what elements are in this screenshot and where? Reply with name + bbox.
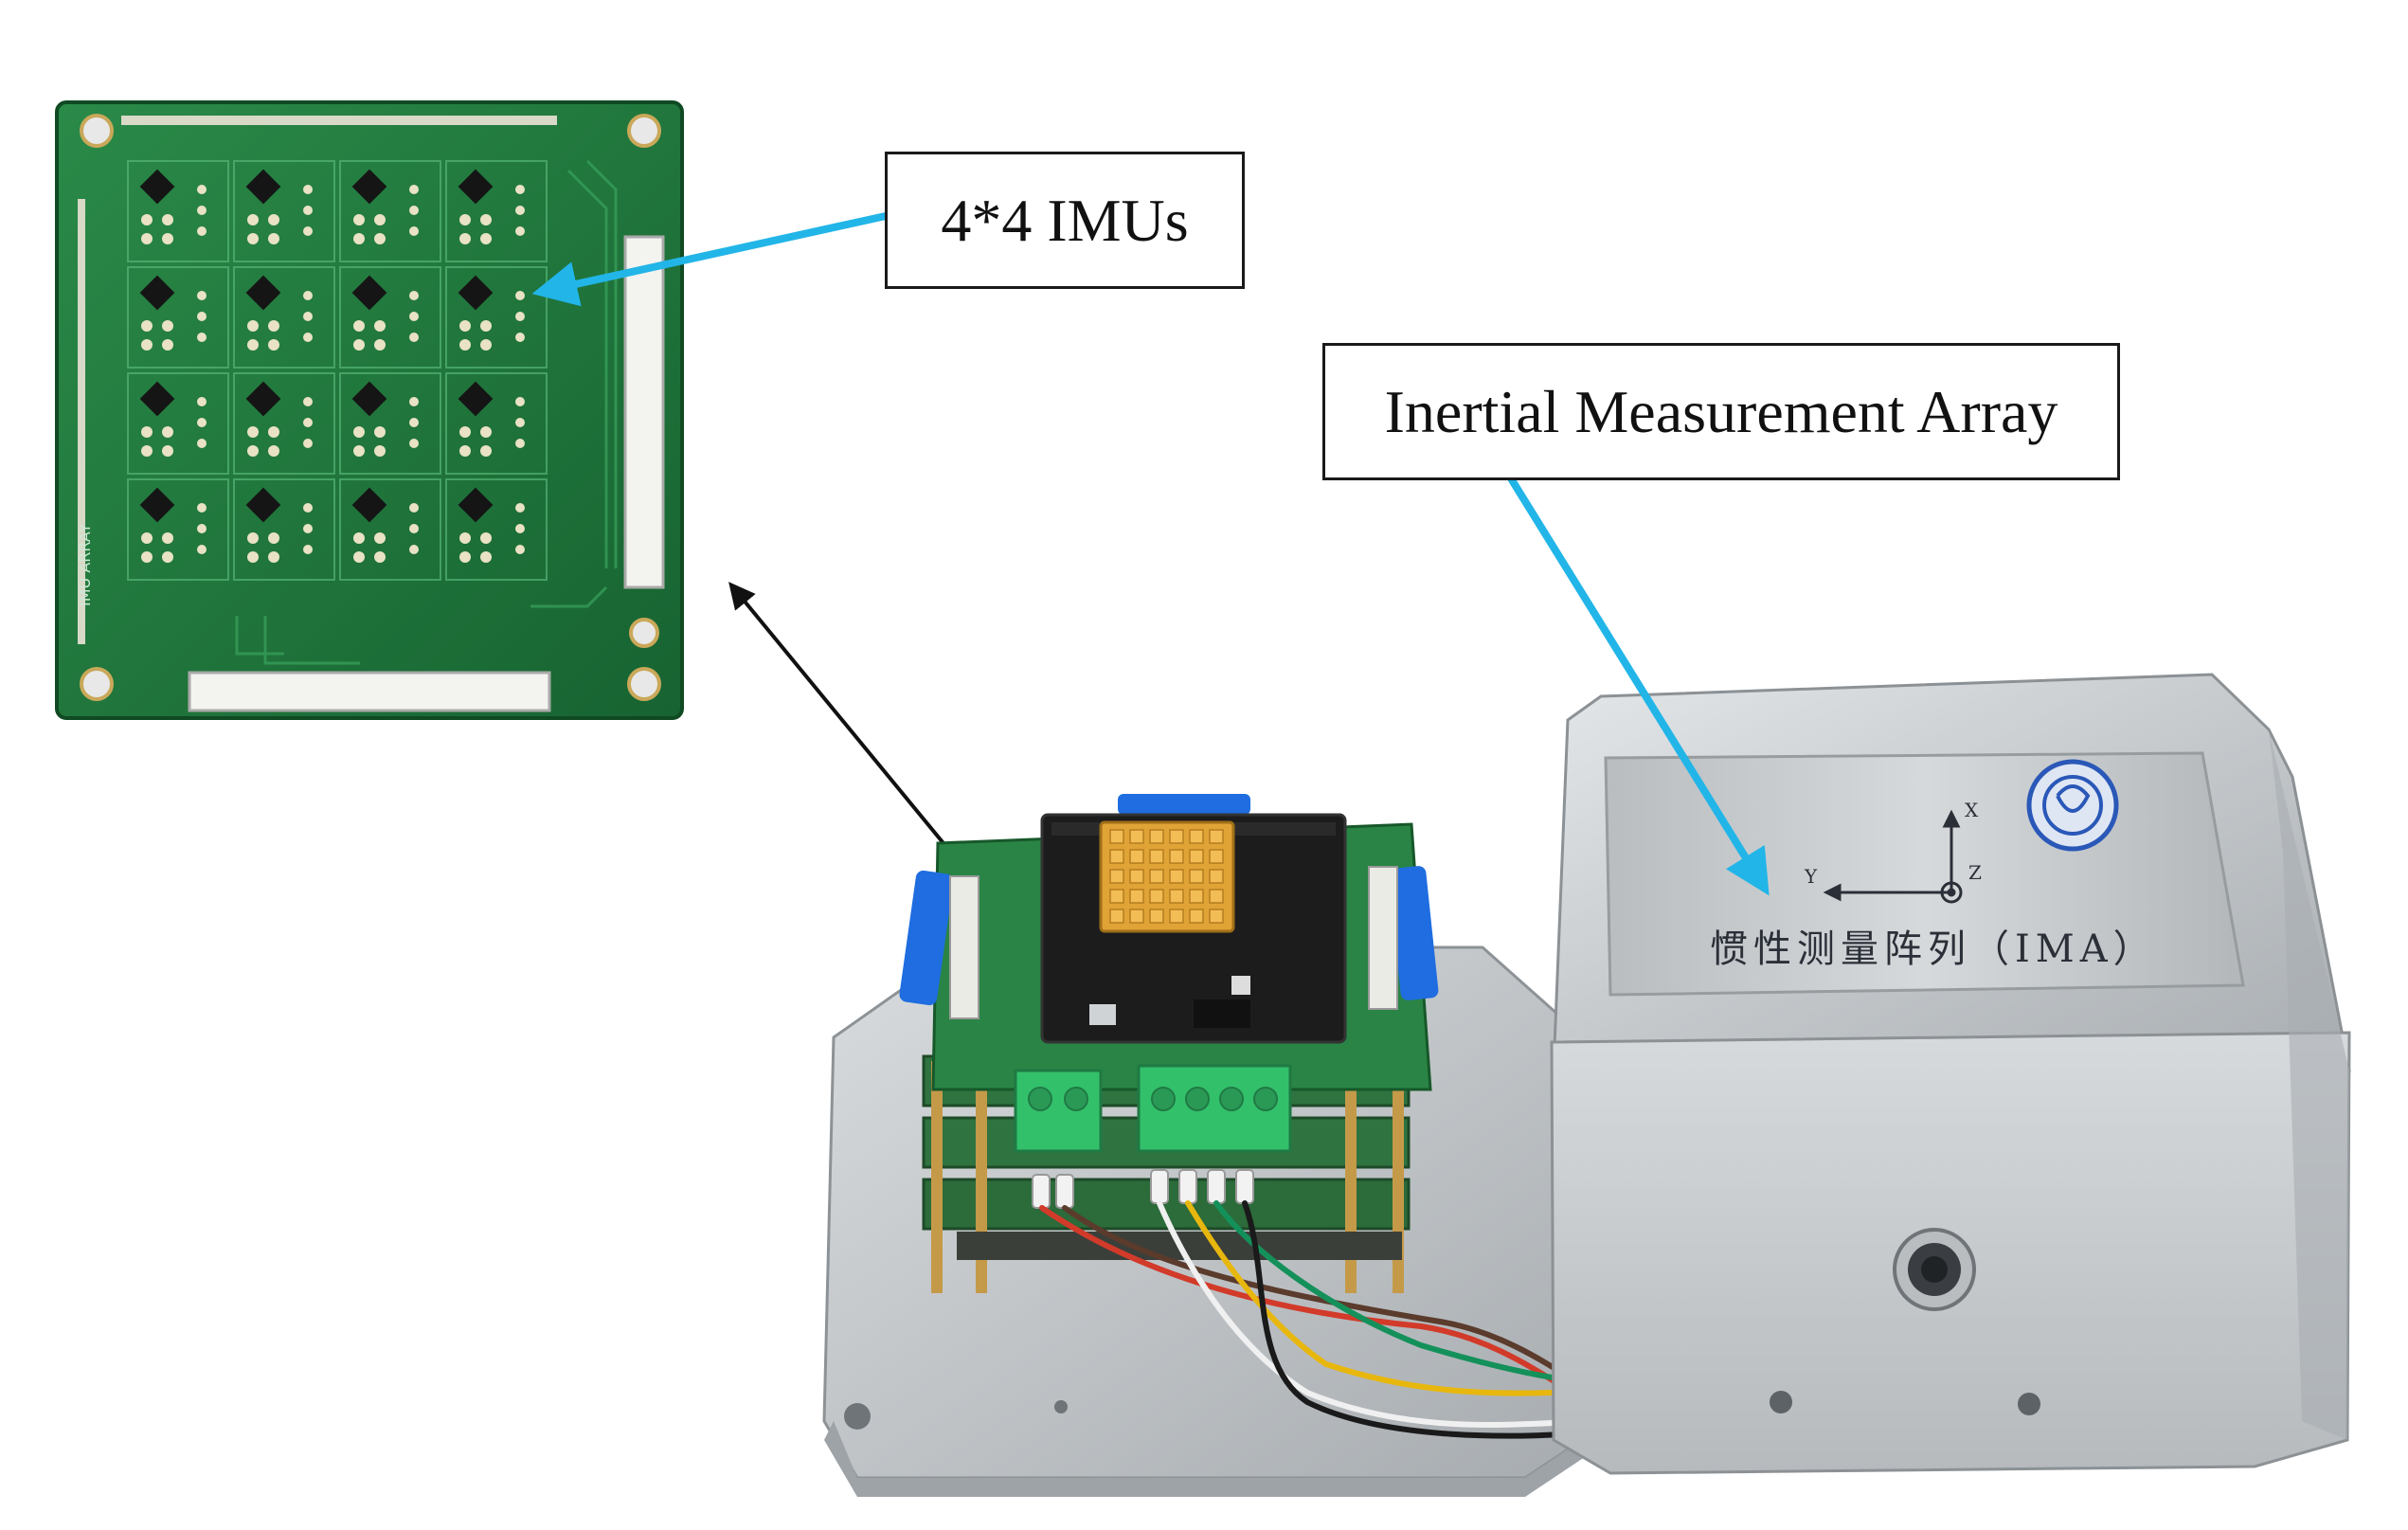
- heatsink-fin: [1129, 829, 1144, 844]
- terminal-block-left: [1014, 1069, 1103, 1153]
- heatsink-fin: [1209, 849, 1224, 864]
- heatsink-fin: [1189, 889, 1204, 904]
- imu-sensor: [233, 160, 335, 262]
- ima-annotation-arrow: [1507, 476, 1770, 896]
- heatsink-fin: [1189, 869, 1204, 884]
- imu-sensor: [339, 478, 441, 581]
- heatsink-fin: [1189, 829, 1204, 844]
- heatsink-fin: [1109, 849, 1124, 864]
- imu-sensor: [445, 478, 548, 581]
- heatsink-fin: [1149, 889, 1164, 904]
- heatsink-fin: [1129, 909, 1144, 924]
- heatsink-fin: [1209, 889, 1224, 904]
- university-logo: [2026, 759, 2119, 852]
- pcb-silkscreen-text: IMU ARRAY: [76, 523, 94, 606]
- heatsink-fin: [1129, 889, 1144, 904]
- imus-label-text: 4*4 IMUs: [941, 186, 1189, 254]
- heatsink-fin: [1149, 849, 1164, 864]
- imu-sensor: [339, 266, 441, 369]
- imu-sensor: [339, 160, 441, 262]
- imus-annotation-arrow: [531, 212, 887, 307]
- imu-sensor: [233, 478, 335, 581]
- ima-label-box: Inertial Measurement Array: [1322, 343, 2120, 480]
- heatsink-fin: [1149, 869, 1164, 884]
- axis-y-label: Y: [1804, 865, 1818, 888]
- imu-sensor: [445, 160, 548, 262]
- circular-connector: [1893, 1228, 1976, 1311]
- pcb-stack: [899, 794, 1439, 1293]
- imu-sensor: [233, 372, 335, 475]
- axis-x-label: X: [1965, 799, 1979, 821]
- heatsink-fin: [1189, 849, 1204, 864]
- heatsink: [1099, 820, 1235, 933]
- heatsink-fin: [1209, 829, 1224, 844]
- heatsink-fin: [1209, 869, 1224, 884]
- imu-sensor: [339, 372, 441, 475]
- pointer-arrow: [728, 582, 949, 850]
- heatsink-fin: [1169, 849, 1184, 864]
- imu-array-pcb: IMU ARRAY: [55, 100, 684, 720]
- axis-z-label: Z: [1968, 861, 1982, 884]
- heatsink-fin: [1109, 829, 1124, 844]
- imu-sensor: [445, 372, 548, 475]
- heatsink-fin: [1129, 869, 1144, 884]
- heatsink-fin: [1129, 849, 1144, 864]
- heatsink-fin: [1109, 909, 1124, 924]
- imus-label-box: 4*4 IMUs: [885, 152, 1245, 289]
- heatsink-fin: [1169, 829, 1184, 844]
- imu-sensor: [127, 266, 229, 369]
- ima-label-text: Inertial Measurement Array: [1384, 377, 2058, 445]
- terminal-block-right: [1137, 1064, 1292, 1153]
- heatsink-fin: [1109, 869, 1124, 884]
- imu-sensor: [233, 266, 335, 369]
- heatsink-fin: [1169, 869, 1184, 884]
- heatsink-fin: [1169, 909, 1184, 924]
- heatsink-fin: [1149, 909, 1164, 924]
- heatsink-fin: [1169, 889, 1184, 904]
- imu-sensor: [127, 478, 229, 581]
- name-plate: X Y Z 惯性测量阵列（IMA）: [1604, 751, 2245, 997]
- heatsink-fin: [1109, 889, 1124, 904]
- imu-sensor: [127, 160, 229, 262]
- plate-chinese-title: 惯性测量阵列（IMA）: [1710, 927, 2157, 971]
- imu-sensor: [127, 372, 229, 475]
- heatsink-fin: [1209, 909, 1224, 924]
- ima-enclosure: X Y Z 惯性测量阵列（IMA）: [1550, 673, 2351, 1475]
- heatsink-fin: [1189, 909, 1204, 924]
- imu-sensor-grid: [127, 160, 548, 581]
- axis-diagram: [1823, 809, 1963, 904]
- heatsink-fin: [1149, 829, 1164, 844]
- imu-sensor: [445, 266, 548, 369]
